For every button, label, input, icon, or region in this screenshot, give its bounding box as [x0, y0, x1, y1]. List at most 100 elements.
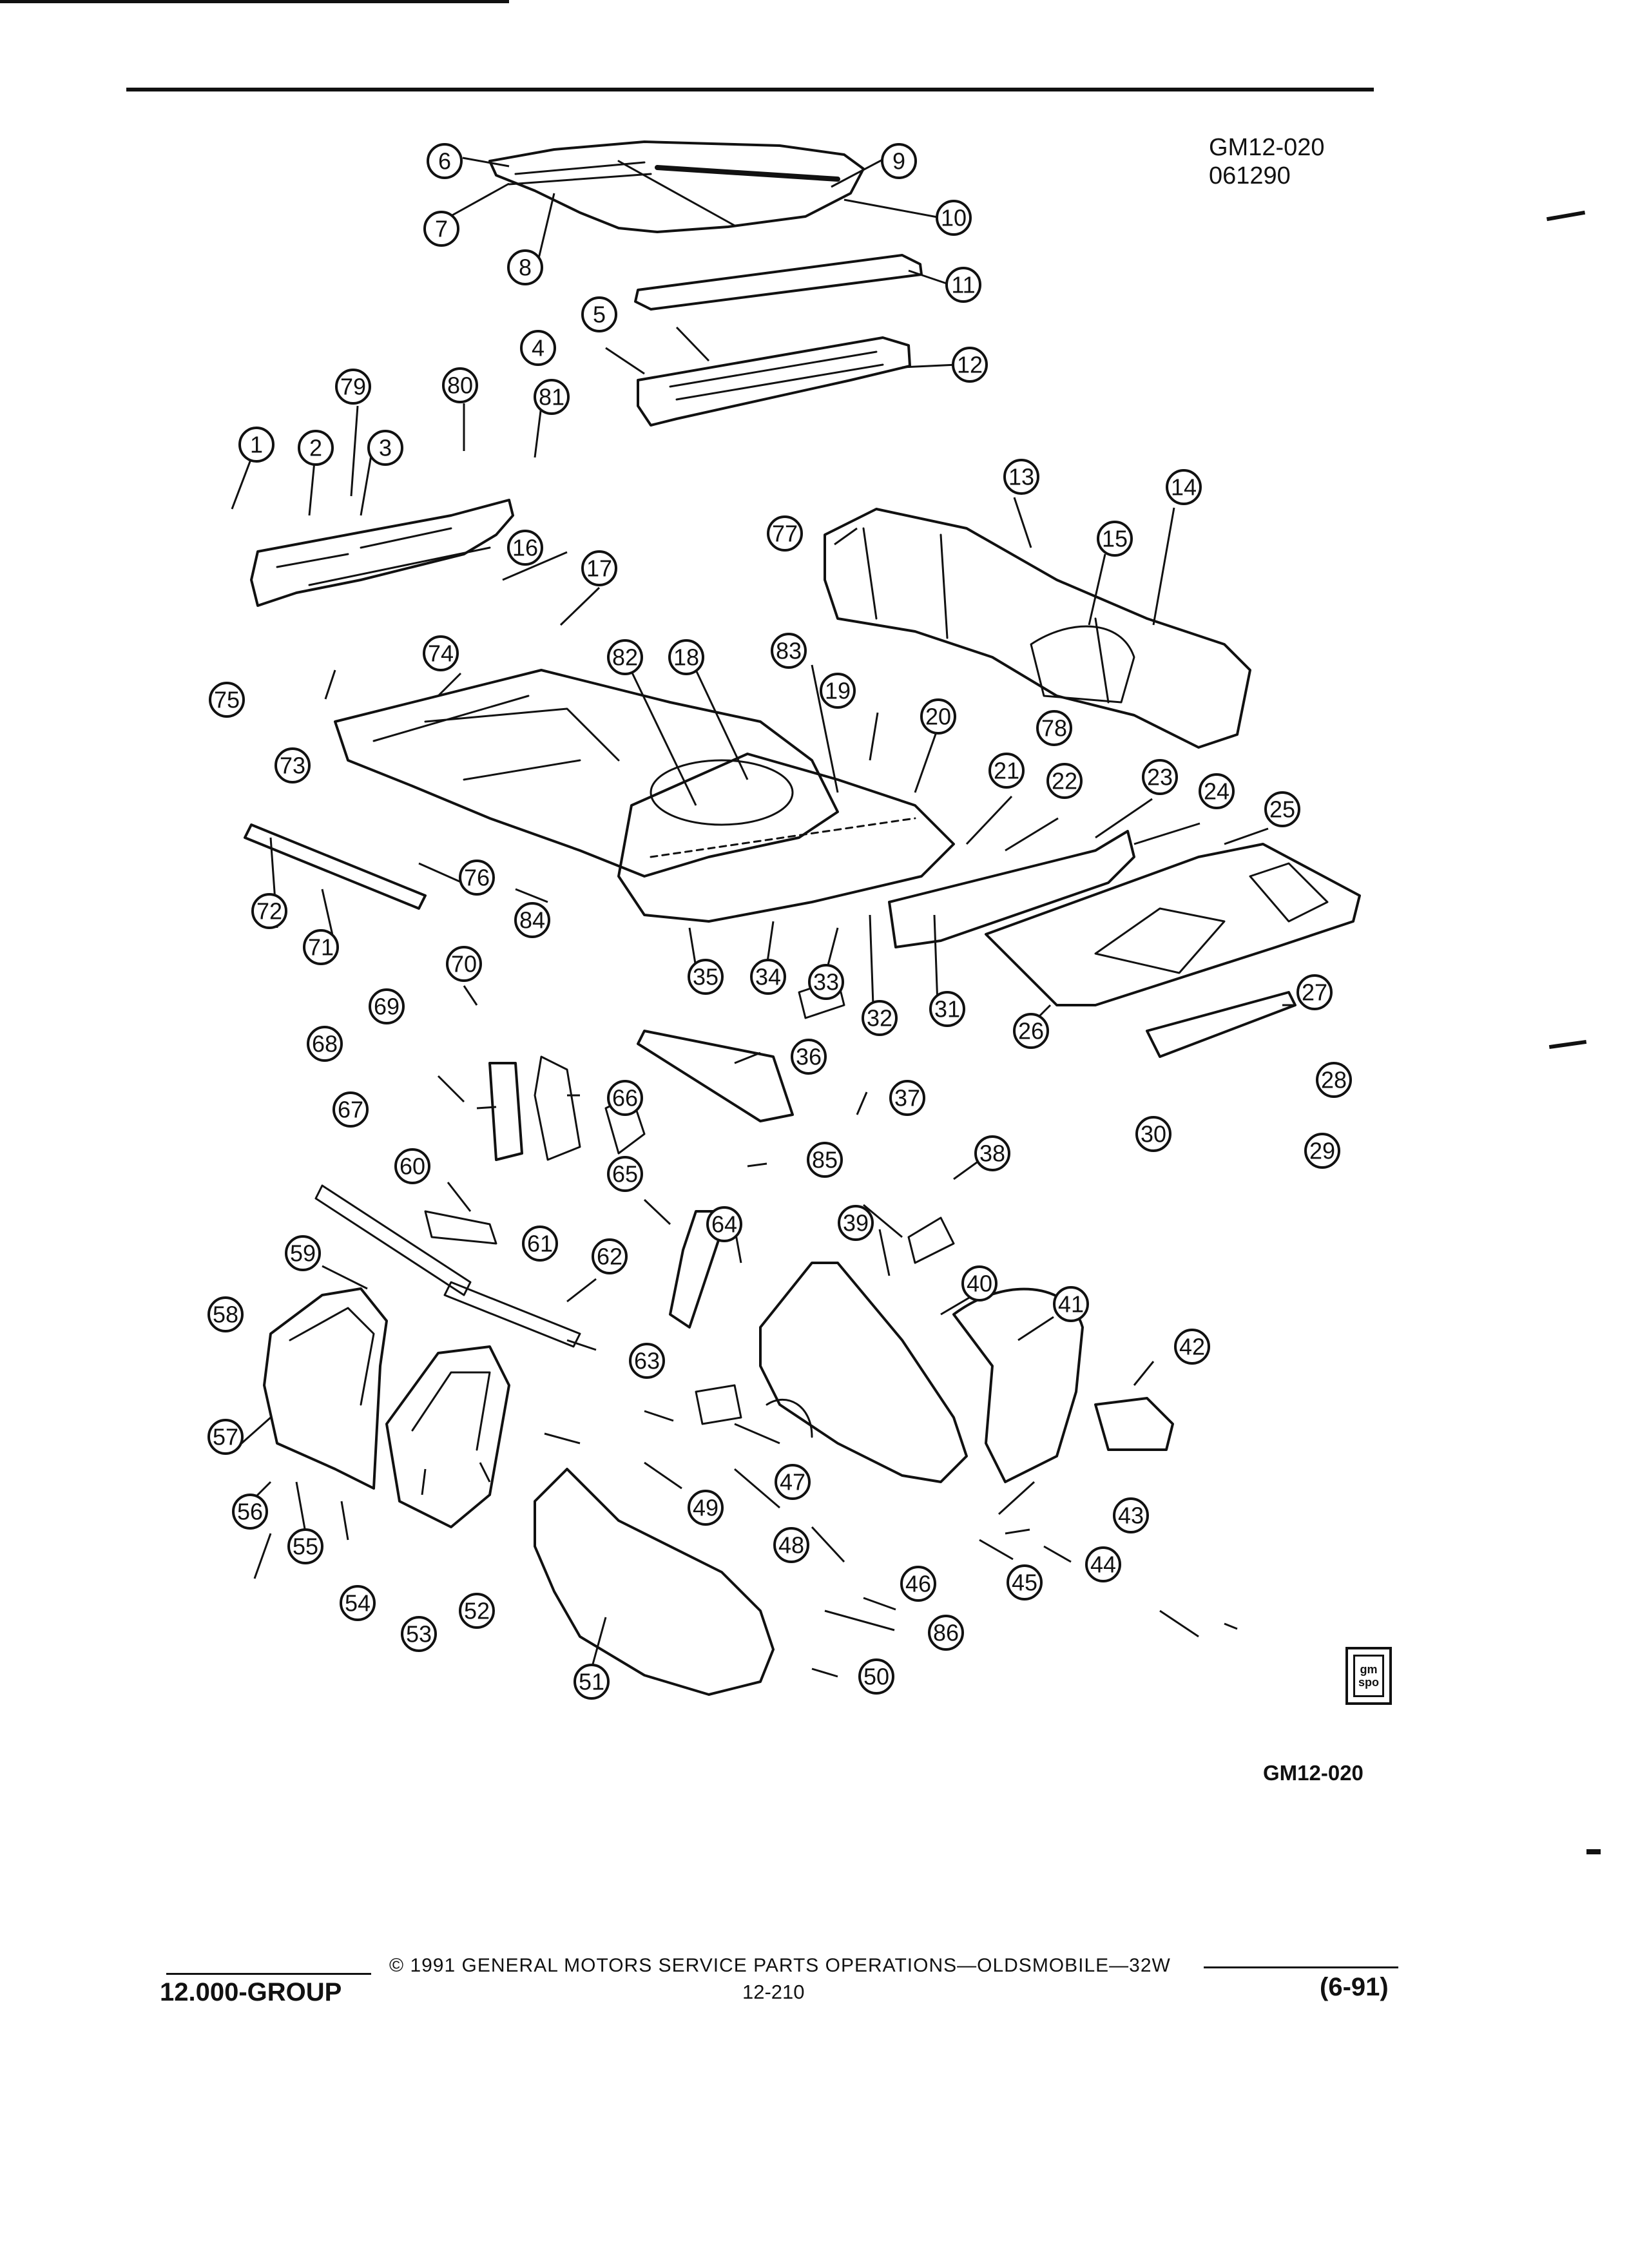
- callout-20: [920, 698, 956, 735]
- callout-label-57: 57: [213, 1424, 238, 1450]
- callout-35: [688, 959, 724, 995]
- rear-floor-pan: [617, 753, 955, 923]
- callout-17: [581, 550, 617, 586]
- callout-label-8: 8: [519, 255, 532, 281]
- callout-73: [275, 747, 311, 783]
- callout-label-26: 26: [1018, 1018, 1044, 1044]
- callout-37: [889, 1080, 925, 1116]
- callout-24: [1199, 773, 1235, 809]
- callout-72: [251, 893, 287, 929]
- callout-62: [592, 1238, 628, 1274]
- callout-label-1: 1: [250, 432, 263, 458]
- callout-28: [1316, 1062, 1352, 1098]
- callout-label-50: 50: [863, 1664, 889, 1690]
- roof-rail: [634, 254, 923, 311]
- callout-label-69: 69: [374, 994, 400, 1020]
- callout-label-42: 42: [1179, 1334, 1205, 1360]
- callout-label-16: 16: [512, 535, 538, 561]
- callout-label-38: 38: [979, 1140, 1005, 1167]
- callout-label-23: 23: [1147, 764, 1173, 791]
- callout-25: [1264, 791, 1300, 827]
- callout-label-78: 78: [1041, 715, 1067, 742]
- callout-52: [459, 1593, 495, 1629]
- callout-69: [369, 988, 405, 1024]
- callout-label-70: 70: [451, 951, 477, 977]
- callout-label-32: 32: [867, 1005, 892, 1032]
- callout-21: [988, 753, 1025, 789]
- callout-label-86: 86: [933, 1620, 959, 1646]
- callout-22: [1046, 763, 1083, 799]
- callout-4: [520, 330, 556, 366]
- rocker-panel: [244, 823, 427, 910]
- callout-label-55: 55: [293, 1533, 318, 1560]
- footer-rule-left: [166, 1973, 371, 1975]
- callout-label-60: 60: [400, 1153, 425, 1180]
- callout-label-29: 29: [1309, 1138, 1335, 1164]
- callout-46: [900, 1566, 936, 1602]
- callout-56: [232, 1494, 268, 1530]
- callout-label-72: 72: [256, 898, 282, 925]
- callout-label-67: 67: [338, 1097, 363, 1123]
- callout-label-61: 61: [527, 1231, 553, 1257]
- callout-26: [1013, 1013, 1049, 1049]
- callout-label-66: 66: [612, 1085, 638, 1111]
- callout-50: [858, 1658, 894, 1695]
- callout-59: [285, 1235, 321, 1271]
- top-edge-rule: [0, 0, 509, 3]
- rear-compartment-lid: [985, 843, 1361, 1006]
- callout-label-12: 12: [957, 352, 983, 378]
- callout-51: [574, 1664, 610, 1700]
- callout-41: [1053, 1286, 1089, 1322]
- callout-label-63: 63: [634, 1348, 660, 1374]
- callout-43: [1113, 1497, 1149, 1533]
- callout-16: [507, 530, 543, 566]
- roof-panel: [488, 140, 865, 233]
- callout-label-28: 28: [1321, 1067, 1347, 1093]
- margin-mark: [1586, 1849, 1601, 1854]
- callout-label-3: 3: [379, 435, 392, 461]
- header-rule: [126, 88, 1374, 91]
- callout-60: [394, 1148, 430, 1184]
- callout-57: [207, 1419, 244, 1455]
- callout-label-56: 56: [237, 1499, 263, 1525]
- callout-44: [1085, 1546, 1121, 1582]
- callout-label-44: 44: [1090, 1552, 1116, 1578]
- center-pillar: [488, 1062, 523, 1161]
- callout-67: [333, 1091, 369, 1128]
- callout-47: [775, 1464, 811, 1500]
- callout-label-80: 80: [447, 372, 473, 399]
- callout-label-68: 68: [312, 1031, 338, 1057]
- callout-label-9: 9: [892, 148, 905, 175]
- side-body-frame: [824, 508, 1251, 749]
- gm-spo-logo: gm spo: [1345, 1647, 1392, 1705]
- callout-label-84: 84: [519, 907, 545, 934]
- callout-label-51: 51: [579, 1669, 604, 1695]
- callout-label-54: 54: [345, 1590, 371, 1617]
- callout-label-49: 49: [693, 1495, 718, 1521]
- callout-74: [423, 635, 459, 671]
- callout-label-14: 14: [1171, 474, 1197, 501]
- callout-label-24: 24: [1204, 778, 1229, 805]
- callout-label-64: 64: [711, 1211, 737, 1238]
- callout-32: [862, 1000, 898, 1036]
- callout-label-62: 62: [597, 1244, 622, 1270]
- callout-3: [367, 430, 403, 466]
- callout-23: [1142, 759, 1178, 795]
- callout-1: [238, 427, 275, 463]
- callout-label-31: 31: [934, 996, 960, 1023]
- rear-wheelhouse-panel: [1094, 1397, 1174, 1451]
- callout-33: [808, 964, 844, 1000]
- callout-circles: [207, 143, 1352, 1700]
- callout-label-71: 71: [308, 934, 334, 961]
- callout-58: [207, 1296, 244, 1332]
- callout-6: [427, 143, 463, 179]
- rear-compartment-panel: [637, 336, 911, 427]
- callout-40: [961, 1265, 998, 1302]
- callout-label-19: 19: [825, 678, 851, 704]
- callout-55: [287, 1528, 323, 1564]
- callout-27: [1296, 974, 1333, 1010]
- callout-71: [303, 929, 339, 965]
- callout-75: [209, 682, 245, 718]
- callout-2: [298, 430, 334, 466]
- callout-36: [791, 1039, 827, 1075]
